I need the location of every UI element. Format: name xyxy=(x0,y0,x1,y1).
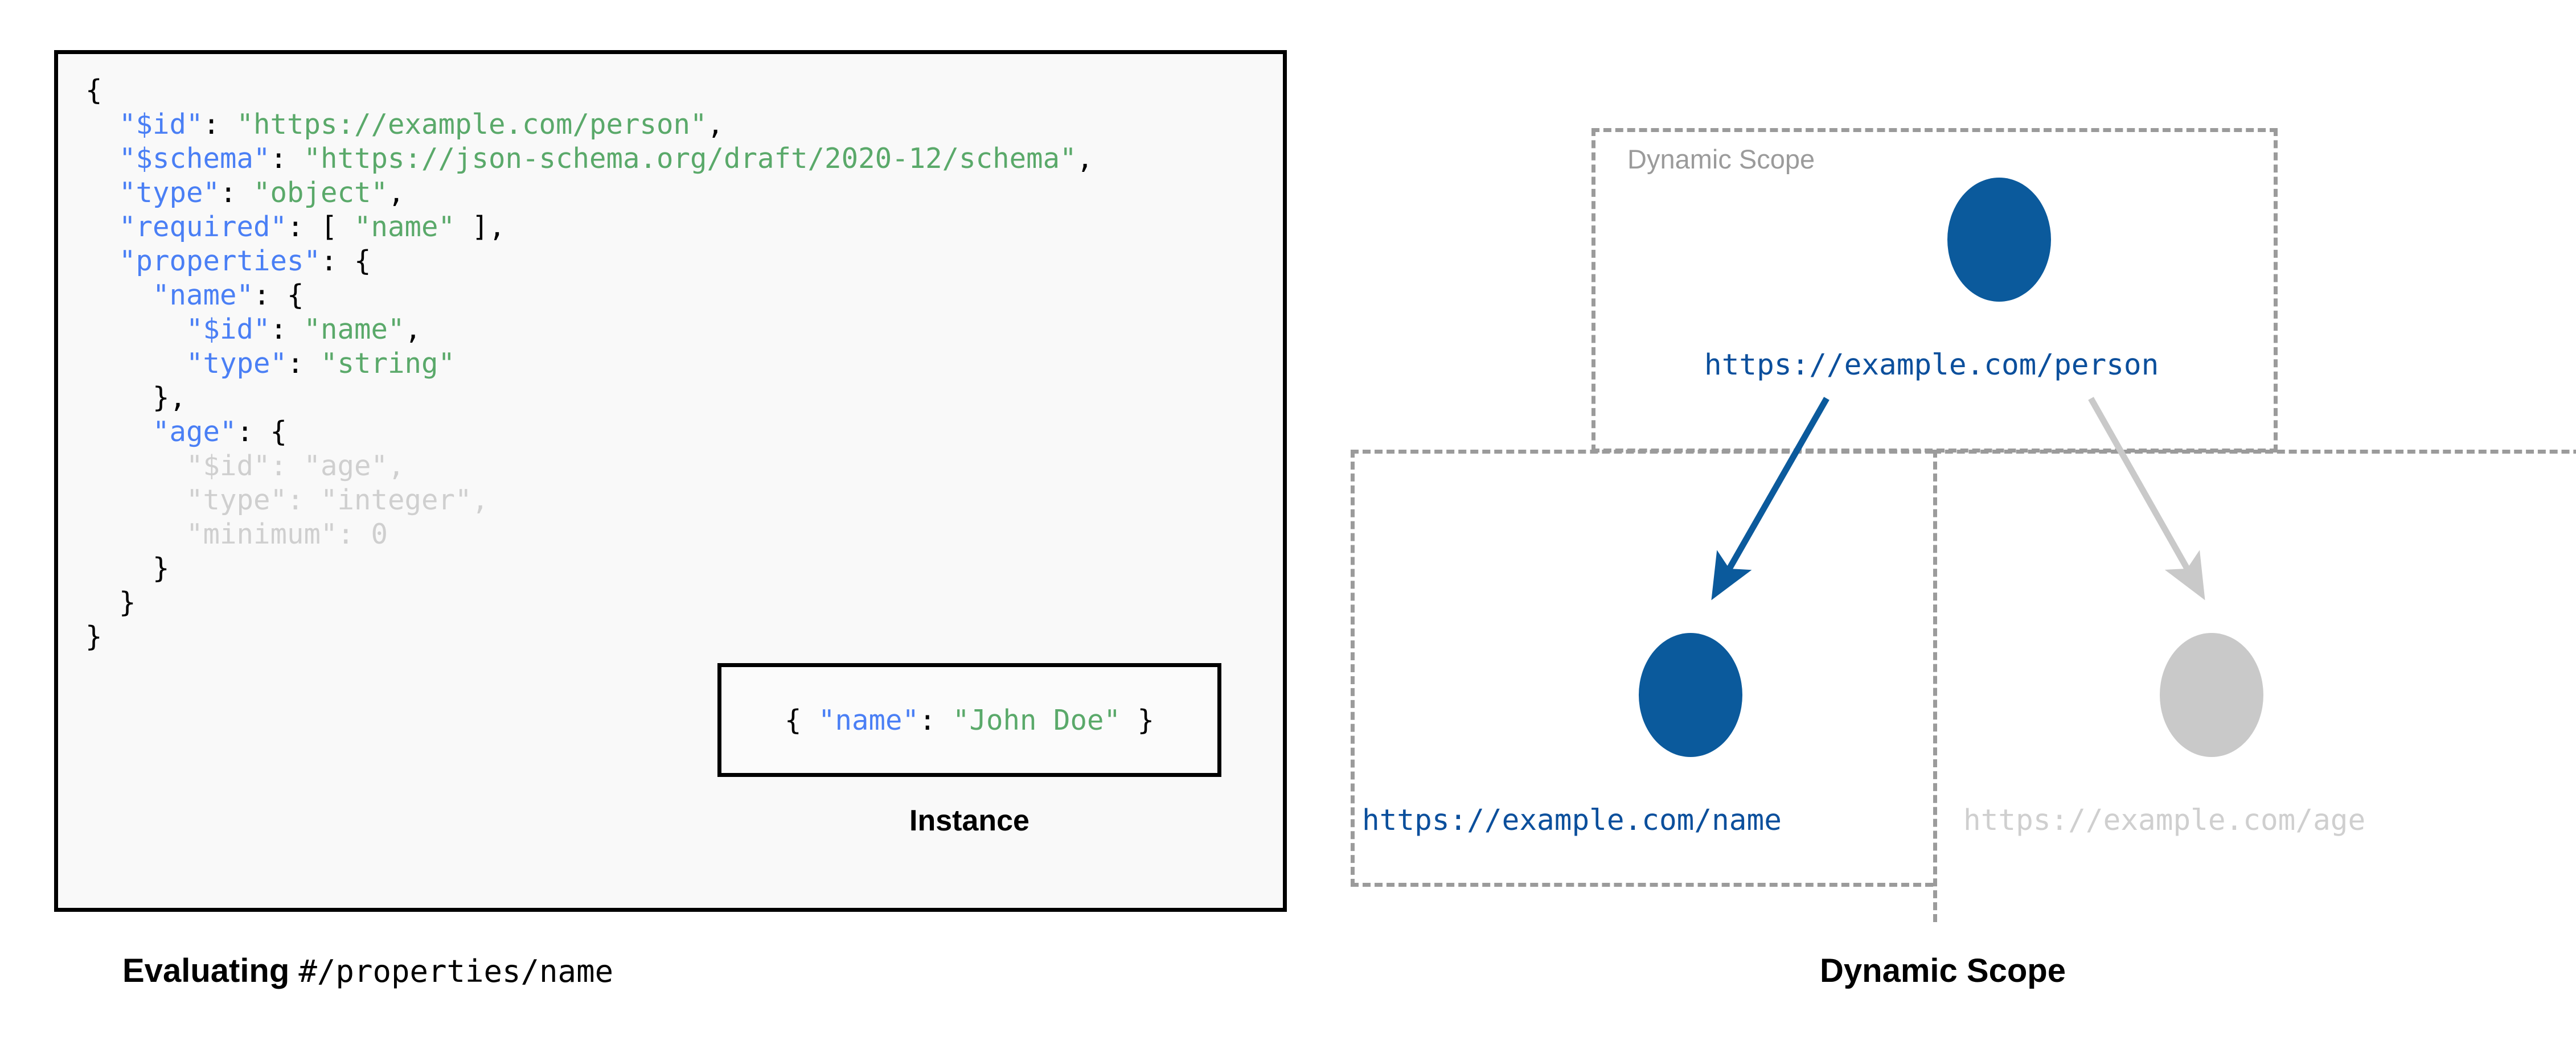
instance-code: { "name": "John Doe" } xyxy=(785,704,1154,737)
code-line: "age": { xyxy=(85,415,1093,449)
code-token: , xyxy=(404,313,422,345)
code-line: "properties": { xyxy=(85,244,1093,278)
code-token: : xyxy=(287,484,321,516)
code-token: : xyxy=(287,347,321,380)
code-line: } xyxy=(85,586,1093,620)
code-token: "$schema" xyxy=(119,142,270,175)
code-token: "$id" xyxy=(119,108,203,141)
code-line: } xyxy=(85,620,1093,654)
left-caption: Evaluating #/properties/name xyxy=(54,952,1287,990)
code-line: "type": "object", xyxy=(85,176,1093,210)
code-line: "$id": "name", xyxy=(85,312,1093,347)
code-token: , xyxy=(388,450,405,482)
code-token: : xyxy=(270,313,304,345)
code-line: } xyxy=(85,552,1093,586)
code-token: : { xyxy=(236,416,288,448)
code-line: { xyxy=(85,73,1093,108)
left-caption-pointer: #/properties/name xyxy=(298,953,614,989)
node-label-age: https://example.com/age xyxy=(1963,804,2366,837)
code-token: "type" xyxy=(186,484,288,516)
code-token: : xyxy=(220,176,254,209)
node-person[interactable] xyxy=(1947,178,2051,302)
code-token: ], xyxy=(455,211,506,243)
code-token: : xyxy=(337,518,371,550)
code-line: "$schema": "https://json-schema.org/draf… xyxy=(85,142,1093,176)
code-token: "object" xyxy=(253,176,388,209)
instance-caption: Instance xyxy=(909,804,1029,837)
code-token: : { xyxy=(253,279,304,311)
code-token: "https://json-schema.org/draft/2020-12/s… xyxy=(303,142,1077,175)
code-line: "type": "string" xyxy=(85,347,1093,381)
code-line: "required": [ "name" ], xyxy=(85,210,1093,244)
code-token: "required" xyxy=(119,211,288,243)
code-token: }, xyxy=(153,381,187,414)
schema-code-listing: { "$id": "https://example.com/person", "… xyxy=(85,73,1093,654)
code-token: "$id" xyxy=(186,450,270,482)
code-token: : xyxy=(270,450,304,482)
code-token: : [ xyxy=(287,211,355,243)
code-token: "name" xyxy=(354,211,456,243)
code-line: "minimum": 0 xyxy=(85,517,1093,552)
code-line: "$id": "https://example.com/person", xyxy=(85,108,1093,142)
scope-region-person xyxy=(1591,128,2278,453)
instance-box: { "name": "John Doe" } xyxy=(717,663,1221,777)
code-token: "John Doe" xyxy=(953,704,1121,737)
code-token: 0 xyxy=(371,518,388,550)
code-token: , xyxy=(1076,142,1094,175)
node-name[interactable] xyxy=(1639,633,1742,757)
node-label-name: https://example.com/name xyxy=(1362,804,1782,837)
code-token: "age" xyxy=(153,416,237,448)
right-caption: Dynamic Scope xyxy=(1820,952,2066,989)
code-token: , xyxy=(707,108,724,141)
code-token: "https://example.com/person" xyxy=(236,108,707,141)
code-token: : xyxy=(918,704,953,737)
code-token: "properties" xyxy=(119,245,321,277)
code-token: "integer" xyxy=(321,484,472,516)
code-line: "$id": "age", xyxy=(85,449,1093,483)
node-label-person: https://example.com/person xyxy=(1704,348,2159,382)
schema-code-panel: { "$id": "https://example.com/person", "… xyxy=(54,50,1287,912)
code-line: "type": "integer", xyxy=(85,483,1093,517)
code-token: } xyxy=(85,620,102,653)
code-token: : { xyxy=(321,245,371,277)
code-token: "string" xyxy=(321,347,456,380)
code-line: }, xyxy=(85,381,1093,415)
code-token: "type" xyxy=(119,176,220,209)
code-token: , xyxy=(471,484,489,516)
code-token: } xyxy=(119,586,136,619)
code-token: } xyxy=(153,552,170,585)
node-age[interactable] xyxy=(2160,633,2263,757)
code-token: "type" xyxy=(186,347,288,380)
code-token: "name" xyxy=(818,704,919,737)
code-token: : xyxy=(203,108,237,141)
code-token: { xyxy=(784,704,818,737)
code-token: { xyxy=(85,74,102,106)
code-token: "name" xyxy=(303,313,405,345)
code-token: , xyxy=(388,176,405,209)
code-token: "$id" xyxy=(186,313,270,345)
code-token: } xyxy=(1121,704,1155,737)
code-line: "name": { xyxy=(85,278,1093,312)
code-token: "minimum" xyxy=(186,518,338,550)
code-token: : xyxy=(270,142,304,175)
code-token: "age" xyxy=(303,450,388,482)
code-token: "name" xyxy=(153,279,254,311)
scope-region-label: Dynamic Scope xyxy=(1627,144,1815,174)
left-caption-bold: Evaluating xyxy=(122,952,299,989)
